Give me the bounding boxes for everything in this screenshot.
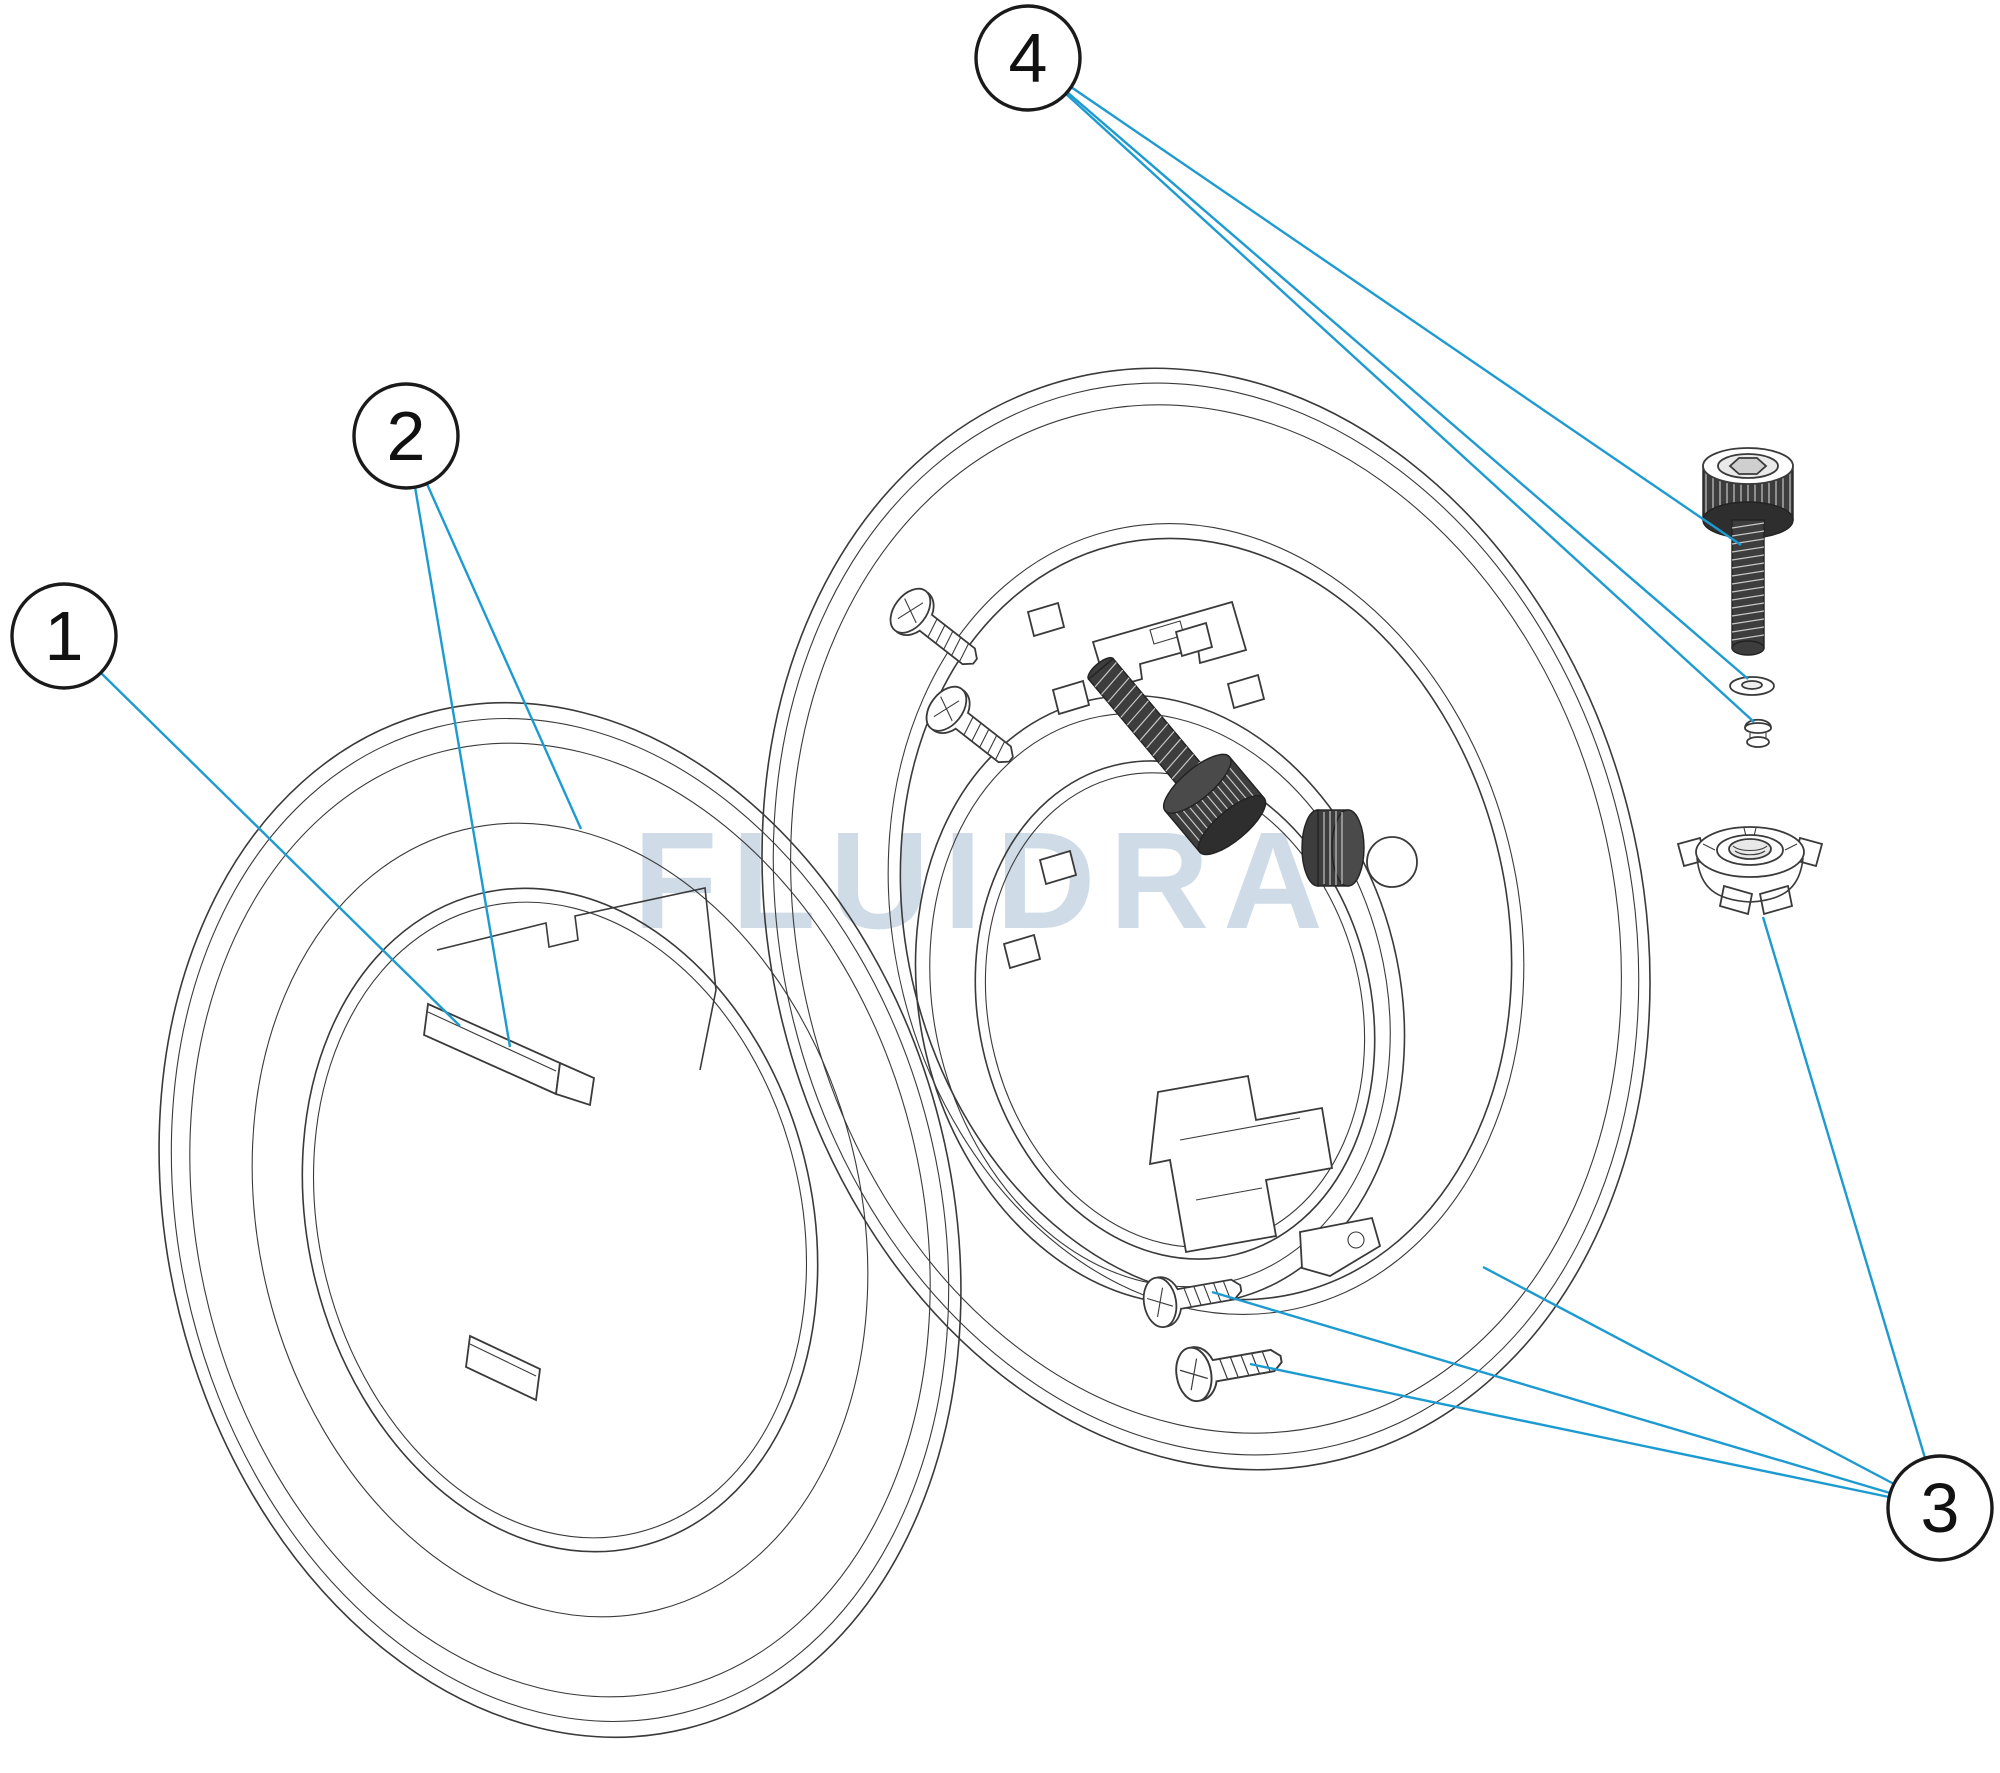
- balloon-4-label: 4: [1009, 19, 1048, 97]
- balloon-2-label: 2: [387, 397, 426, 475]
- assembly-screw-top-1: [881, 580, 992, 682]
- lock-nut: [1676, 826, 1824, 916]
- washer: [1729, 676, 1775, 696]
- leader-lines-balloon-4: [1064, 86, 1755, 723]
- clamp-bracket: [1148, 1074, 1382, 1277]
- mounting-ring: [881, 580, 1418, 1405]
- balloon-4[interactable]: 4: [974, 4, 1082, 112]
- front-frame-plate-edge: [436, 887, 717, 1071]
- front-frame-inner-hole: [301, 887, 819, 1553]
- assembly-screw-top-2: [917, 678, 1028, 780]
- rear-frame: [761, 367, 1651, 1471]
- balloon-3-label: 3: [1921, 1469, 1960, 1547]
- rear-frame-inner-hole: [899, 537, 1513, 1301]
- plug: [1744, 718, 1772, 748]
- thumb-screw: [1087, 656, 1267, 856]
- ring-clips: [1002, 601, 1266, 970]
- balloon-1-label: 1: [45, 597, 84, 675]
- leader-lines-balloon-1: [100, 672, 461, 1027]
- front-frame-bottom-tab: [465, 1334, 541, 1402]
- balloon-3[interactable]: 3: [1886, 1454, 1994, 1562]
- clamp-knob: [1301, 809, 1418, 888]
- ball-knob: [1366, 836, 1418, 888]
- leader-lines-balloon-2: [413, 483, 583, 1048]
- lamp-opening: [974, 760, 1376, 1260]
- rear-frame-outer-rim: [761, 367, 1651, 1471]
- front-frame-clip: [423, 1002, 595, 1107]
- balloon-1[interactable]: 1: [10, 582, 118, 690]
- front-frame-outer-rim: [158, 701, 962, 1739]
- leader-lines-balloon-3: [1211, 916, 1927, 1499]
- balloon-2[interactable]: 2: [352, 382, 460, 490]
- front-frame: [158, 701, 962, 1739]
- fixing-bolt: [1702, 447, 1794, 656]
- hex-socket: [1728, 457, 1768, 475]
